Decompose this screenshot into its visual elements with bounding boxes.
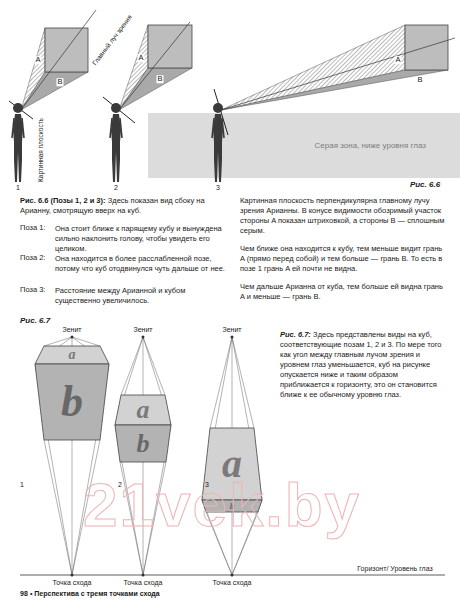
zenith-point: [231, 336, 234, 339]
cube-face-b: b: [115, 425, 171, 462]
construction-line: [121, 337, 143, 395]
cube-face-a: a: [35, 346, 109, 364]
text-paragraph: Рис. 6.6 (Позы 1, 2 и 3):Здесь показан в…: [20, 196, 225, 216]
pose-text: Она стоит ближе к парящему кубу и вынужд…: [55, 224, 225, 254]
face-letter: b: [137, 431, 150, 457]
pose-title: Поза 2:: [20, 254, 45, 263]
cube-face-a: a: [115, 395, 171, 425]
main-sight-rays: [119, 22, 190, 110]
main-sight-rays: [21, 10, 455, 110]
pose-number: 2: [114, 184, 118, 192]
figures: [12, 103, 224, 182]
cube-face-shape: [115, 395, 171, 425]
grey-zone-band: [148, 113, 460, 178]
construction-line: [143, 337, 165, 395]
figures: [212, 103, 224, 182]
face-letter: B: [56, 78, 63, 86]
face-letter: a: [137, 397, 150, 423]
vanishing-label: Точка схода: [124, 579, 163, 587]
main-sight-rays: [221, 38, 455, 110]
cube-face-shape: [35, 364, 109, 440]
ray-label: Главный луч зрения: [91, 13, 134, 66]
plane-label: Картинная плоскость: [37, 118, 44, 182]
grey-zone-band: [148, 113, 460, 178]
caption-title: Рис. 6.7:: [280, 330, 311, 339]
pose-number: 1: [16, 184, 20, 192]
construction-line: [44, 337, 72, 346]
figures: [110, 103, 122, 182]
body-text: Чем дальше Арианна от куба, тем больше е…: [240, 282, 445, 302]
vision-cones: [21, 72, 88, 110]
zenith-label: Зенит: [222, 326, 241, 334]
pose-number: 3: [216, 184, 220, 192]
grey-zone-band: Серая зона, ниже уровня глаз: [148, 113, 460, 178]
body-text: Чем ближе она находится к кубу, тем мень…: [240, 244, 445, 274]
zone-label: Серая зона, ниже уровня глаз: [315, 142, 426, 150]
body-text: Картинная плоскость перпендикулярна глав…: [240, 196, 445, 236]
cube-face-b: b: [35, 364, 109, 440]
cube-face-shape: [35, 346, 109, 364]
construction-line: [44, 440, 72, 575]
face-letter: A: [34, 56, 41, 64]
view-number: 1: [20, 481, 24, 489]
floating-cubes: [45, 28, 88, 72]
figures: [12, 103, 24, 182]
cube-face-shape: [115, 425, 171, 462]
face-letter: A: [394, 56, 401, 64]
zenith-point: [71, 336, 74, 339]
vision-cones: [119, 68, 192, 110]
figure-number: Рис. 6.7: [20, 316, 50, 325]
caption-title: Рис. 6.6 (Позы 1, 2 и 3):: [20, 196, 106, 205]
zenith-label: Зенит: [133, 326, 152, 334]
zenith-label: Зенит: [62, 326, 81, 334]
caption-text: Здесь представлены виды на куб, соответс…: [280, 330, 441, 399]
construction-line: [232, 337, 254, 428]
watermark: 21vek.by: [83, 469, 361, 540]
horizon-label: Горизонт/ Уровень глаз: [357, 565, 432, 573]
pose-title: Поза 1:: [20, 224, 45, 233]
construction-line: [210, 337, 232, 428]
face-letter: B: [416, 76, 423, 84]
construction-line: [72, 337, 100, 346]
horizon-line: [20, 575, 445, 576]
main-sight-rays: [21, 10, 96, 110]
vision-cones: [221, 25, 405, 110]
figure-number: Рис. 6.6: [410, 180, 440, 189]
vanishing-label: Точка схода: [213, 579, 252, 587]
face-letter: a: [69, 348, 76, 362]
vanishing-label: Точка схода: [53, 579, 92, 587]
horizon-line: [20, 575, 445, 576]
vision-cones: [221, 70, 448, 110]
running-title: • Перспектива с тремя точками схода: [30, 590, 160, 597]
construction-lines: [35, 336, 262, 577]
text-paragraph: 98• Перспектива с тремя точками схода: [20, 589, 320, 598]
pose-text: Расстояние между Арианной и кубом сущест…: [55, 286, 225, 306]
pose-text: Она находится в более расслабленной позе…: [55, 254, 225, 274]
text-paragraph: Рис. 6.7:Здесь представлены виды на куб,…: [280, 330, 445, 400]
zenith-point: [142, 336, 145, 339]
page-number: 98: [20, 590, 28, 597]
face-letter: b: [61, 380, 83, 424]
floating-cubes: [405, 25, 448, 70]
face-letter: A: [137, 54, 144, 62]
face-letter: B: [156, 75, 163, 83]
pose-title: Поза 3:: [20, 286, 45, 295]
vision-cones: [21, 25, 448, 110]
